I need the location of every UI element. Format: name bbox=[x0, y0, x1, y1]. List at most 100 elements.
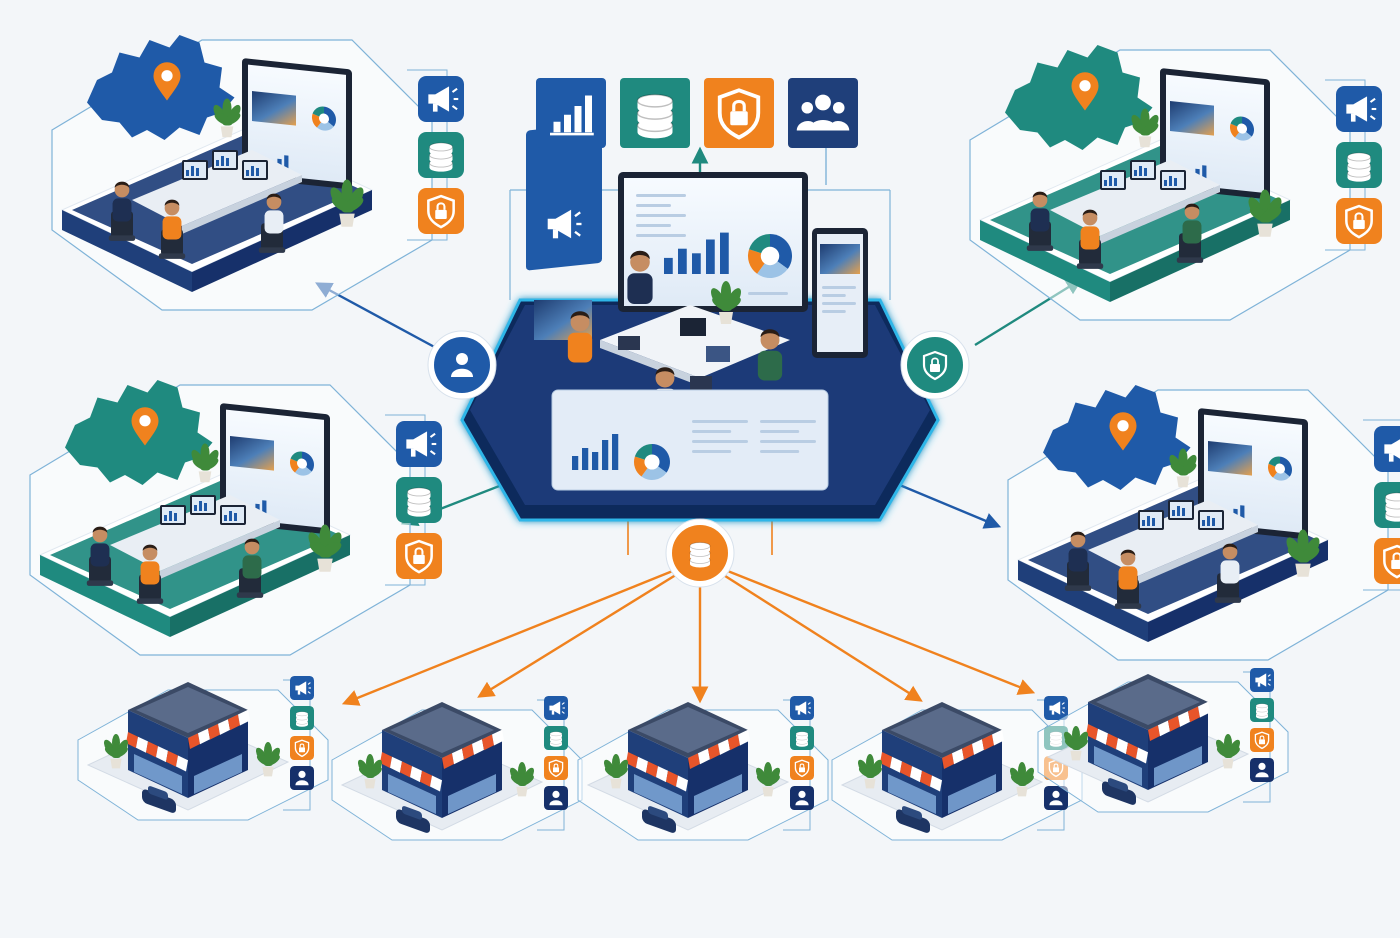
coins-icon-glyph bbox=[796, 732, 808, 747]
coins-icon bbox=[418, 132, 464, 178]
pot bbox=[610, 779, 621, 789]
desk-monitor bbox=[242, 160, 268, 180]
central-hub bbox=[428, 78, 969, 587]
torso bbox=[141, 561, 160, 584]
torso bbox=[1081, 226, 1100, 249]
people-icon bbox=[788, 78, 858, 148]
coins-icon bbox=[290, 706, 314, 730]
store-3 bbox=[578, 696, 828, 840]
user-icon bbox=[1250, 758, 1274, 782]
torso bbox=[1031, 208, 1050, 231]
coins-icon bbox=[1336, 142, 1382, 188]
desk-monitor bbox=[160, 505, 186, 525]
icon-tile bbox=[788, 78, 858, 148]
staff-member bbox=[163, 200, 182, 240]
coins-icon bbox=[790, 726, 814, 750]
coins-icon-glyph bbox=[1256, 704, 1268, 719]
megaphone-icon bbox=[418, 76, 464, 122]
regional-office-middle-left bbox=[30, 380, 442, 655]
coins-icon bbox=[620, 78, 690, 148]
pot bbox=[1222, 759, 1233, 769]
pot bbox=[1257, 224, 1272, 237]
coins-icon-glyph bbox=[296, 712, 308, 727]
staff-member bbox=[243, 539, 262, 579]
pot bbox=[221, 126, 234, 137]
lock-shield-icon bbox=[544, 756, 568, 780]
bar bbox=[612, 434, 618, 470]
user-icon bbox=[290, 766, 314, 790]
megaphone-icon bbox=[1044, 696, 1068, 720]
regional-office-top-right bbox=[970, 45, 1382, 320]
laptop bbox=[680, 318, 706, 336]
megaphone-icon bbox=[1336, 86, 1382, 132]
hub-right-tablet bbox=[812, 228, 868, 358]
pot bbox=[199, 471, 212, 482]
desk-monitor bbox=[1168, 500, 1194, 520]
tablet-photo bbox=[820, 244, 860, 274]
regional-office-middle-right bbox=[1008, 385, 1400, 660]
mini-pie-chart bbox=[748, 234, 792, 278]
team-member bbox=[758, 329, 782, 380]
megaphone-icon bbox=[290, 676, 314, 700]
desk-monitor bbox=[220, 505, 246, 525]
lock-shield-icon bbox=[790, 756, 814, 780]
hub-front-panel bbox=[552, 390, 828, 490]
lock-shield-icon bbox=[1250, 728, 1274, 752]
hub-right-node bbox=[901, 331, 969, 399]
pot bbox=[110, 759, 121, 769]
pot bbox=[1016, 787, 1027, 797]
central-hub-layer bbox=[428, 78, 969, 587]
coins-icon bbox=[544, 726, 568, 750]
coins-icon-glyph bbox=[550, 732, 562, 747]
bar bbox=[678, 249, 687, 274]
coins-icon bbox=[396, 477, 442, 523]
torso bbox=[1069, 548, 1088, 571]
placeholder-text-lines bbox=[748, 292, 788, 295]
hub-left-node bbox=[428, 331, 496, 399]
screen-photo bbox=[1208, 441, 1252, 476]
bar bbox=[572, 456, 578, 470]
connector-hub-to-store-2 bbox=[480, 560, 700, 696]
laptop bbox=[618, 336, 640, 350]
staff-member bbox=[1221, 544, 1240, 584]
store-5 bbox=[1038, 668, 1288, 812]
desk-monitor bbox=[212, 150, 238, 170]
torso bbox=[91, 543, 110, 566]
bar bbox=[592, 452, 598, 470]
desk-monitor bbox=[1198, 510, 1224, 530]
staff-member bbox=[1081, 210, 1100, 250]
coins-icon bbox=[1250, 698, 1274, 722]
torso bbox=[568, 333, 592, 363]
coins-icon-glyph bbox=[408, 488, 431, 517]
bar bbox=[664, 258, 673, 274]
hub-bottom-node bbox=[666, 519, 734, 587]
laptop bbox=[706, 346, 730, 362]
desk-monitor bbox=[190, 495, 216, 515]
connector-hub-to-store-4 bbox=[700, 560, 920, 700]
bar bbox=[720, 233, 729, 274]
pot bbox=[1177, 476, 1190, 487]
desk-monitor bbox=[1100, 170, 1126, 190]
staff-member bbox=[1069, 532, 1088, 572]
pot bbox=[364, 779, 375, 789]
lock-shield-icon bbox=[396, 533, 442, 579]
pot bbox=[1139, 136, 1152, 147]
desk-monitor bbox=[1130, 160, 1156, 180]
screen-photo bbox=[1170, 101, 1214, 136]
pot bbox=[262, 767, 273, 777]
torso bbox=[1221, 560, 1240, 583]
staff-member bbox=[1183, 204, 1202, 244]
megaphone-icon bbox=[396, 421, 442, 467]
torso bbox=[1119, 566, 1138, 589]
bar bbox=[692, 253, 701, 274]
staff-member bbox=[113, 182, 132, 222]
bar bbox=[582, 448, 588, 470]
coins-icon-glyph bbox=[1348, 153, 1371, 182]
screen-photo bbox=[230, 436, 274, 471]
megaphone-icon bbox=[790, 696, 814, 720]
pot bbox=[1295, 564, 1310, 577]
pot bbox=[762, 787, 773, 797]
connector-hub-to-store-5 bbox=[700, 560, 1032, 692]
lock-shield-icon bbox=[418, 188, 464, 234]
